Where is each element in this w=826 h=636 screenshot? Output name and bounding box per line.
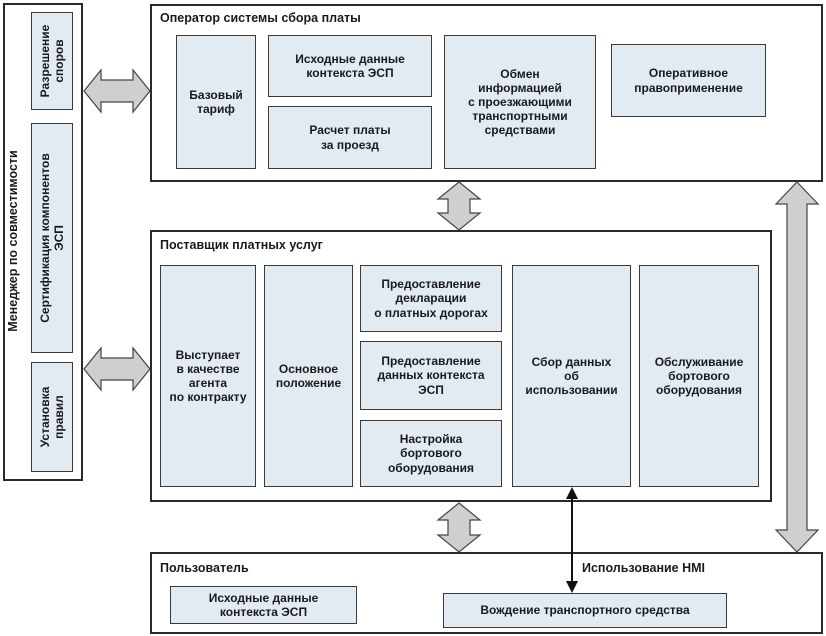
compat-box-disputes	[31, 12, 73, 110]
arrow-operator-provider	[436, 181, 482, 231]
arrow-provider-user	[436, 502, 482, 553]
hmi-usage-label: Использование HMI	[582, 561, 706, 575]
arrow-hmi-head-top	[566, 487, 578, 499]
user-title: Пользователь	[160, 561, 249, 575]
operator-title: Оператор системы сбора платы	[160, 11, 361, 25]
provider-box-agent: Выступает в качестве агента по контракту	[160, 265, 256, 487]
provider-box-toll-declaration: Предоставление декларации о платных доро…	[360, 265, 502, 332]
provider-box-context-provision: Предоставление данных контекста ЭСП	[360, 341, 502, 410]
operator-box-info-exchange: Обмен информацией с проезжающими транспо…	[444, 35, 596, 169]
arrow-operator-user	[774, 181, 820, 553]
provider-box-obe-setup: Настройка бортового оборудования	[360, 420, 502, 487]
arrow-compat-operator	[83, 68, 151, 114]
operator-box-context-data: Исходные данные контекста ЭСП	[268, 35, 432, 97]
compat-box-rules	[31, 362, 73, 472]
operator-box-base-tariff: Базовый тариф	[176, 35, 256, 169]
provider-box-obe-service: Обслуживание бортового оборудования	[639, 265, 759, 487]
user-box-context-data: Исходные данные контекста ЭСП	[170, 586, 357, 624]
provider-title: Поставщик платных услуг	[160, 238, 323, 252]
provider-box-main-position: Основное положение	[264, 265, 353, 487]
arrow-compat-provider	[83, 346, 151, 392]
operator-box-fee-calculation: Расчет платы за проезд	[268, 106, 432, 169]
user-box-driving: Вождение транспортного средства	[443, 593, 727, 628]
provider-box-usage-collection: Сбор данных об использовании	[512, 265, 631, 487]
compat-box-certification	[31, 123, 73, 353]
arrow-hmi-head-bottom	[566, 581, 578, 593]
operator-box-enforcement: Оперативное правоприменение	[611, 44, 766, 117]
